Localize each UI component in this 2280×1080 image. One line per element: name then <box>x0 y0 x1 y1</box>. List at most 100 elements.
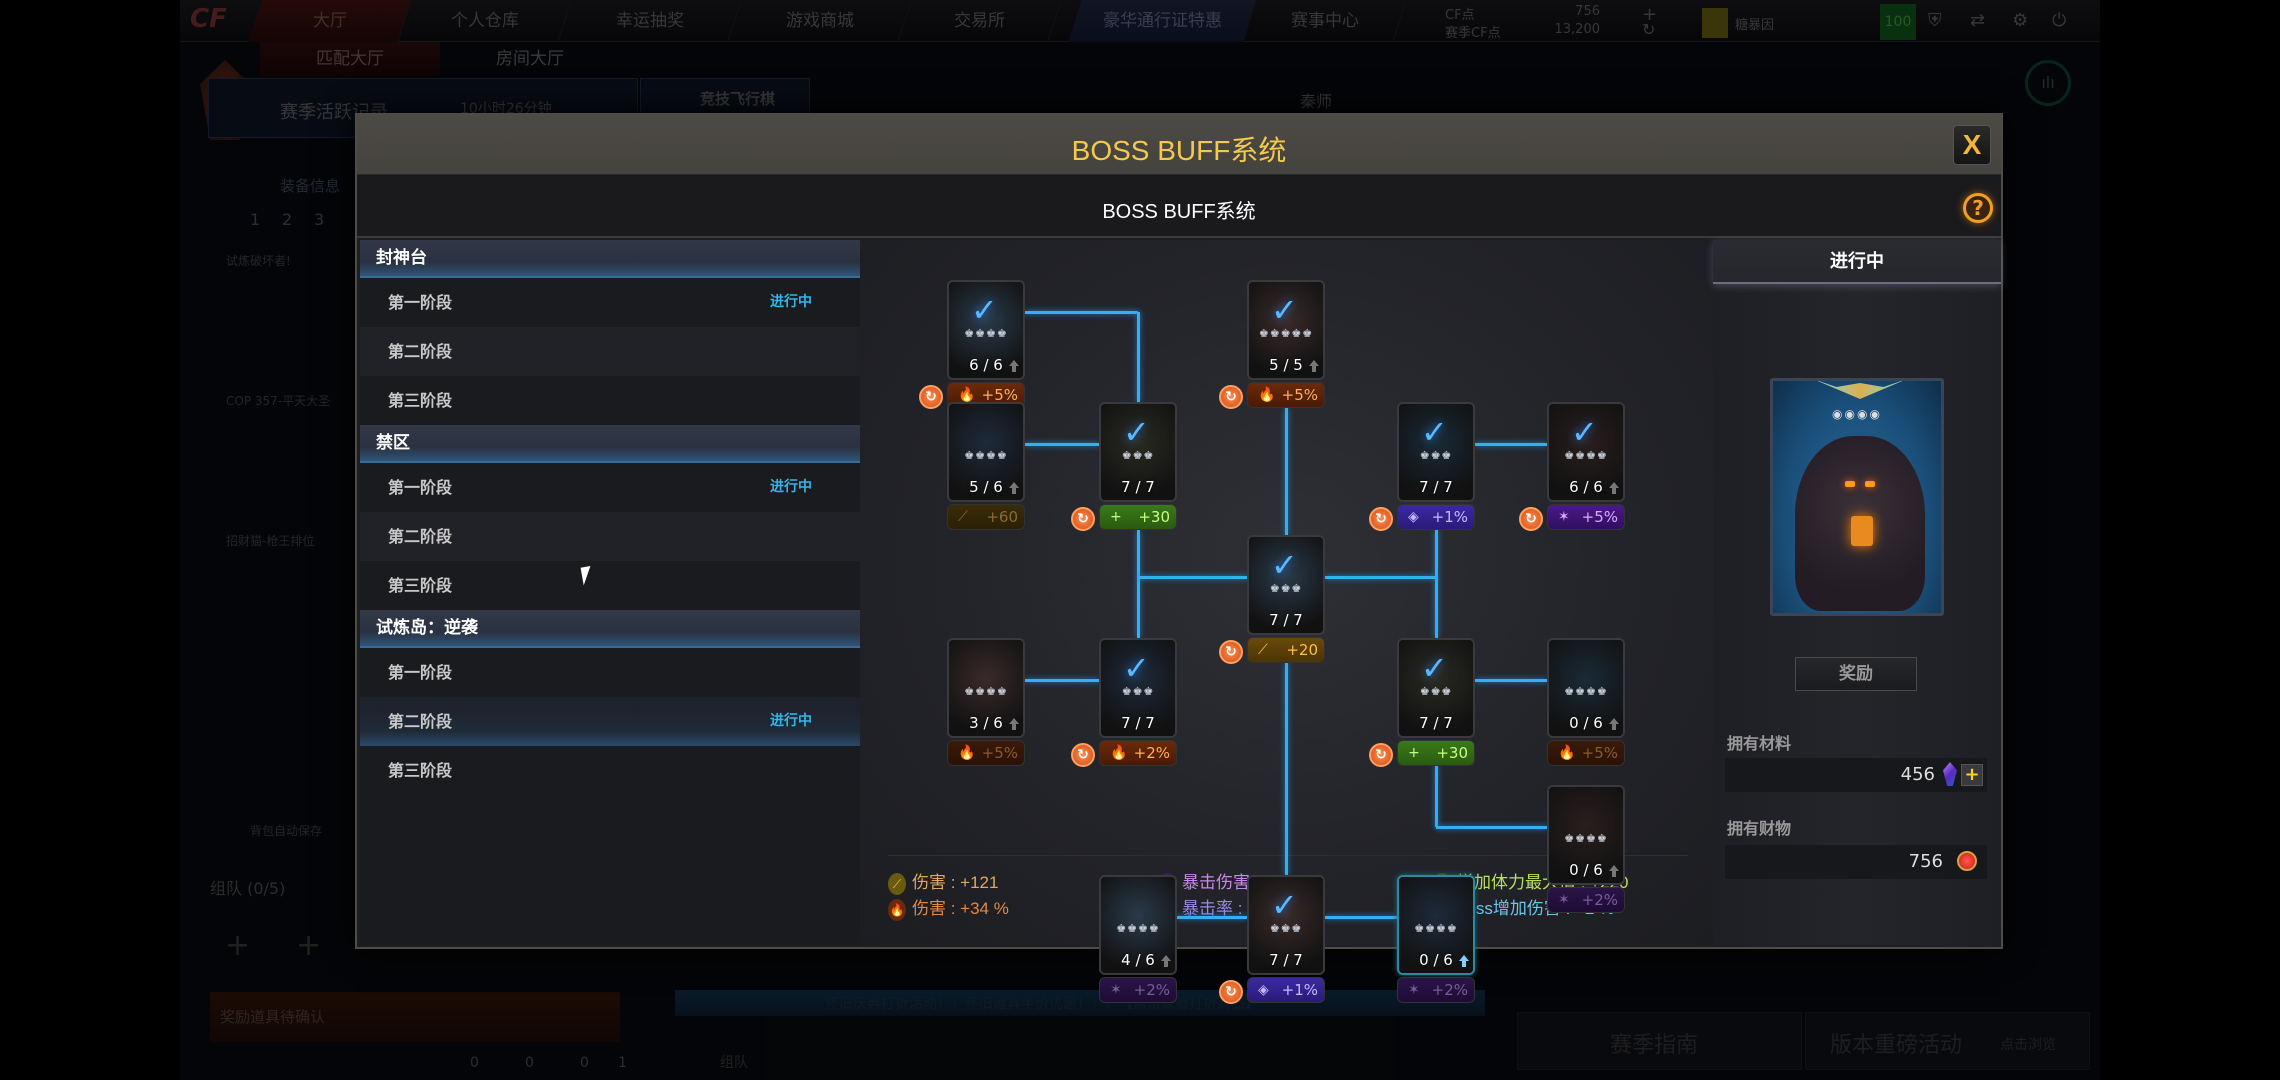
reset-icon[interactable]: ↻ <box>1219 980 1243 1004</box>
buff-node[interactable]: ✓♚♚♚7 / 7◈+1%↻ <box>1219 875 1325 1004</box>
buff-value: +5% <box>981 386 1018 404</box>
level-badge[interactable]: 100 <box>1880 4 1916 40</box>
add-materials-button[interactable]: + <box>1961 764 1983 786</box>
cf-coin-icon <box>1957 851 1977 871</box>
stage-item[interactable]: 第一阶段进行中 <box>360 463 860 512</box>
buff-node[interactable]: ✓♚♚♚♚6 / 6🔥+5%↻ <box>919 280 1025 409</box>
buff-node[interactable]: ✓♚♚♚♚♚5 / 5🔥+5%↻ <box>1219 280 1325 409</box>
season-guide-label: 赛季指南 <box>1610 1033 1699 1058</box>
boss-portrait-card[interactable]: ♚♚♚♚0 / 6 <box>1547 638 1625 738</box>
close-button[interactable]: X <box>1953 125 1991 165</box>
buff-node[interactable]: ♚♚♚♚5 / 6⟋+60 <box>947 402 1025 530</box>
group-fengshentai[interactable]: 封神台 <box>360 240 860 278</box>
buff-node[interactable]: ✓♚♚♚7 / 7++30↻ <box>1071 402 1177 531</box>
add-points-icon[interactable]: + <box>1642 4 1658 25</box>
summary-fire-damage: 🔥伤害 : +34 % <box>888 894 1009 921</box>
stage-item[interactable]: 第一阶段进行中 <box>360 278 860 327</box>
reset-icon[interactable]: ↻ <box>1071 507 1095 531</box>
slot-2[interactable]: 2 <box>282 210 293 229</box>
voice-icon[interactable]: ılı <box>2025 60 2071 106</box>
weapon-3[interactable]: 招财猫-枪王排位 <box>226 534 315 548</box>
switch-icon[interactable]: ⇄ <box>1970 10 1986 31</box>
boss-portrait-card[interactable]: ♚♚♚♚0 / 6 <box>1547 785 1625 885</box>
boss-portrait-card[interactable]: ✓♚♚♚7 / 7 <box>1099 402 1177 502</box>
add-teammate-2[interactable]: + <box>296 928 322 963</box>
counter-2: 0 <box>525 1055 534 1071</box>
subtab-match-lobby[interactable]: 匹配大厅 <box>260 42 440 76</box>
progress-count: 7 / 7 <box>1269 611 1303 629</box>
reward-button[interactable]: 奖励 <box>1795 657 1917 691</box>
stage-item[interactable]: 第三阶段 <box>388 576 453 595</box>
reset-icon[interactable]: ↻ <box>1071 743 1095 767</box>
modal-subheader: BOSS BUFF系统 ? <box>357 175 2001 238</box>
boss-portrait-card[interactable]: ✓♚♚♚7 / 7 <box>1397 402 1475 502</box>
reset-icon[interactable]: ↻ <box>1219 385 1243 409</box>
buff-node[interactable]: ✓♚♚♚♚6 / 6✶+5%↻ <box>1519 402 1625 531</box>
stage-item[interactable]: 第二阶段 <box>360 512 860 561</box>
buff-node[interactable]: ♚♚♚♚0 / 6✶+2% <box>1547 785 1625 913</box>
reset-icon[interactable]: ↻ <box>1369 507 1393 531</box>
refresh-icon[interactable]: ↻ <box>1642 20 1656 39</box>
group-shiliandao[interactable]: 试炼岛：逆袭 <box>360 610 860 648</box>
buff-node[interactable]: ✓♚♚♚7 / 7++30↻ <box>1369 638 1475 767</box>
chat-team-tab[interactable]: 组队 <box>720 1055 748 1071</box>
gun-icon: ⟋ <box>1258 642 1268 658</box>
boss-portrait-art <box>1101 640 1175 736</box>
stage-item[interactable]: 第三阶段 <box>388 391 453 410</box>
slot-1[interactable]: 1 <box>250 210 261 229</box>
boss-portrait-card[interactable]: ♚♚♚♚3 / 6 <box>947 638 1025 738</box>
boss-card-image[interactable]: ◉◉◉◉ <box>1770 378 1944 616</box>
buff-node[interactable]: ✓♚♚♚7 / 7⟋+20↻ <box>1219 535 1325 664</box>
boss-portrait-card[interactable]: ✓♚♚♚♚6 / 6 <box>1547 402 1625 502</box>
buff-node[interactable]: ♚♚♚♚3 / 6🔥+5% <box>947 638 1025 766</box>
reset-icon[interactable]: ↻ <box>1369 743 1393 767</box>
checkmark-icon: ✓ <box>1123 649 1150 687</box>
boss-portrait-card[interactable]: ✓♚♚♚♚♚5 / 5 <box>1247 280 1325 380</box>
buff-value-label: ++30 <box>1099 504 1177 530</box>
weapon-1[interactable]: 试炼破坏者! <box>226 254 291 268</box>
buff-node[interactable]: ✓♚♚♚7 / 7🔥+2%↻ <box>1071 638 1177 767</box>
group-jinqu[interactable]: 禁区 <box>360 425 860 463</box>
reset-icon[interactable]: ↻ <box>919 385 943 409</box>
version-event-button[interactable] <box>1805 1012 2090 1070</box>
user-avatar[interactable] <box>1702 8 1728 38</box>
stage-item[interactable]: 第二阶段 <box>360 327 860 376</box>
boss-portrait-card[interactable]: ✓♚♚♚♚6 / 6 <box>947 280 1025 380</box>
backpack-autosave[interactable]: 背包自动保存 <box>250 824 323 838</box>
boss-portrait-card[interactable]: ♚♚♚♚0 / 6 <box>1397 875 1475 975</box>
buff-node[interactable]: ♚♚♚♚4 / 6✶+2% <box>1099 875 1177 1003</box>
buff-node[interactable]: ♚♚♚♚0 / 6✶+2% <box>1397 875 1475 1003</box>
gear-icon[interactable]: ⚙ <box>2012 10 2029 31</box>
game-screen: CF 大厅 个人仓库 幸运抽奖 游戏商城 交易所 豪华通行证特惠 赛事中心 CF… <box>180 0 2100 1080</box>
reset-icon[interactable]: ↻ <box>1519 507 1543 531</box>
help-icon[interactable]: ? <box>1963 193 1993 223</box>
crown-ornament <box>1813 381 1907 399</box>
power-icon[interactable]: ⏻ <box>2052 10 2067 31</box>
star-rating: ♚♚♚♚ <box>964 449 1008 462</box>
boss-stars: ◉◉◉◉ <box>1832 407 1882 421</box>
buff-node[interactable]: ♚♚♚♚0 / 6🔥+5% <box>1547 638 1625 766</box>
stage-item[interactable]: 第三阶段 <box>388 761 453 780</box>
slot-3[interactable]: 3 <box>314 210 325 229</box>
reset-icon[interactable]: ↻ <box>1219 640 1243 664</box>
weapon-2[interactable]: COP 357-平天大圣 <box>226 394 331 408</box>
season-guide-button[interactable] <box>1517 1012 1802 1070</box>
boss-portrait-card[interactable]: ♚♚♚♚4 / 6 <box>1099 875 1177 975</box>
progress-count: 7 / 7 <box>1269 951 1303 969</box>
boss-portrait-card[interactable]: ✓♚♚♚7 / 7 <box>1247 535 1325 635</box>
boss-buff-modal: BOSS BUFF系统 X BOSS BUFF系统 ? 封神台 第一阶段进行中 … <box>355 113 2003 1004</box>
reward-pending-bar[interactable] <box>210 992 620 1042</box>
buff-node[interactable]: ✓♚♚♚7 / 7◈+1%↻ <box>1369 402 1475 531</box>
stage-item-selected[interactable]: 第二阶段进行中 <box>360 697 860 746</box>
news-banner[interactable] <box>675 990 1485 1016</box>
boss-portrait-art <box>1399 404 1473 500</box>
star-rating: ♚♚♚♚ <box>1564 449 1608 462</box>
stage-item[interactable]: 第一阶段 <box>388 663 453 682</box>
boss-portrait-card[interactable]: ✓♚♚♚7 / 7 <box>1247 875 1325 975</box>
boss-portrait-card[interactable]: ✓♚♚♚7 / 7 <box>1099 638 1177 738</box>
boss-portrait-card[interactable]: ✓♚♚♚7 / 7 <box>1397 638 1475 738</box>
shield-icon[interactable]: ⛨ <box>1928 10 1942 31</box>
boss-portrait-card[interactable]: ♚♚♚♚5 / 6 <box>947 402 1025 502</box>
add-teammate-1[interactable]: + <box>225 928 251 963</box>
subtab-room-lobby[interactable]: 房间大厅 <box>496 49 564 69</box>
